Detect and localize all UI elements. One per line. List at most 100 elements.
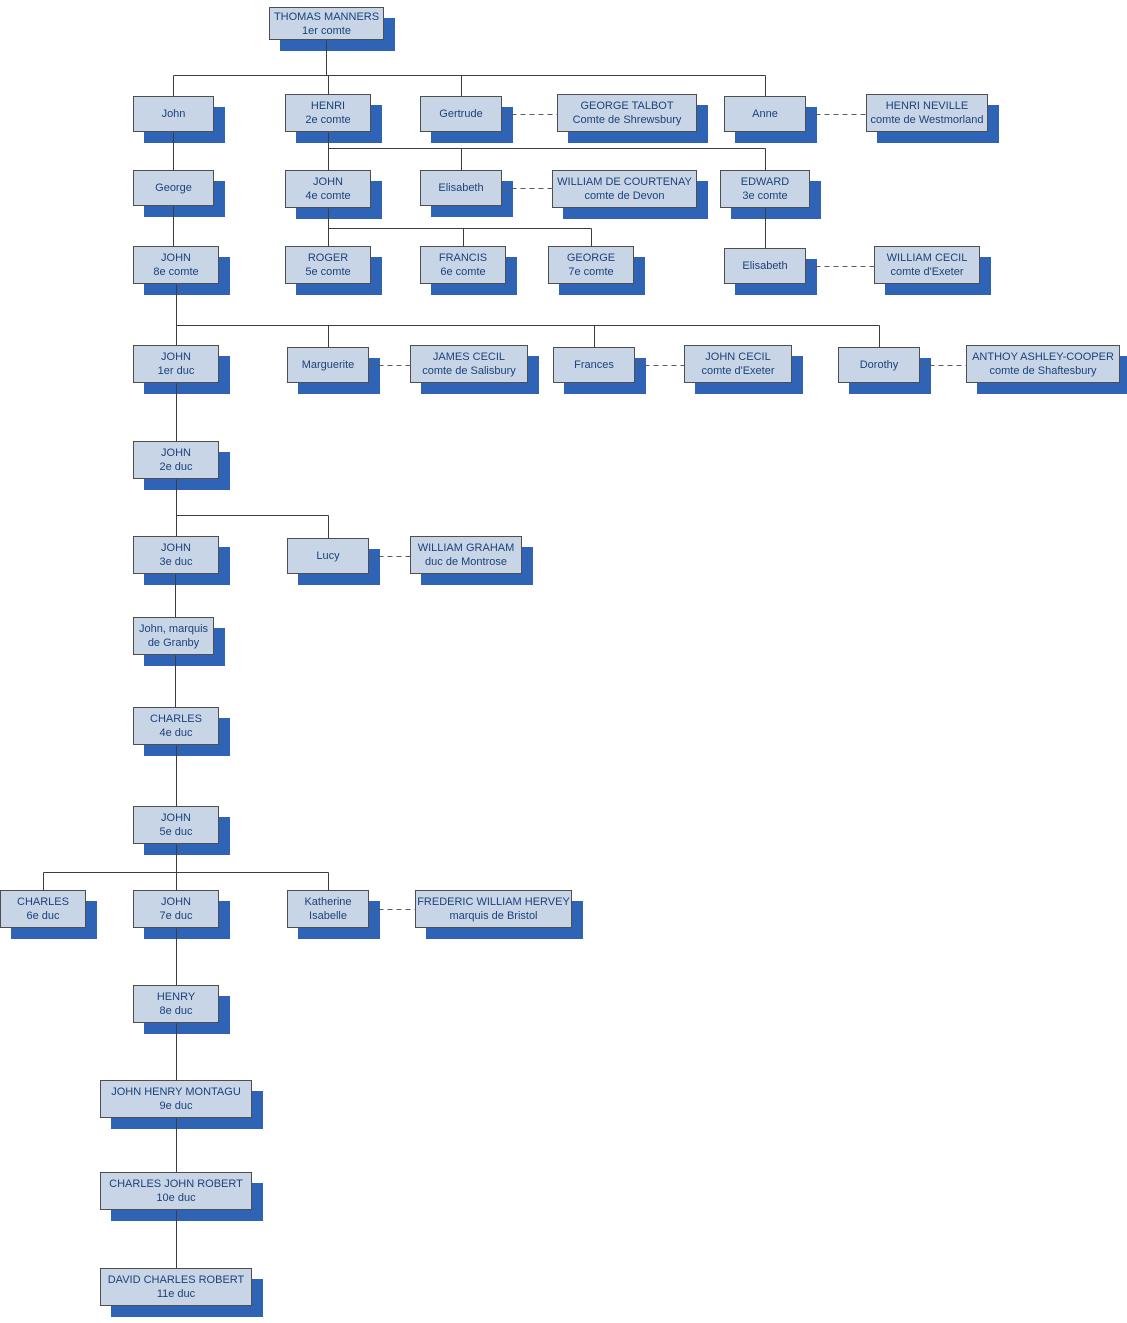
- tree-node-james-cecil: JAMES CECIL comte de Salisbury: [410, 345, 528, 383]
- tree-node-john-henry-montagu-9e-duc: JOHN HENRY MONTAGU 9e duc: [100, 1080, 252, 1118]
- tree-node-label: DAVID CHARLES ROBERT: [107, 1274, 245, 1286]
- tree-node-label: 11e duc: [156, 1288, 196, 1300]
- tree-node-label: marquis de Bristol: [449, 910, 538, 922]
- tree-node-charles-john-robert-10e-duc: CHARLES JOHN ROBERT 10e duc: [100, 1172, 252, 1210]
- tree-node-label: John: [161, 108, 186, 120]
- tree-node-label: 1er comte: [302, 24, 351, 37]
- tree-node-label: GEORGE TALBOT: [580, 100, 674, 112]
- tree-node-anne: Anne: [724, 96, 806, 132]
- tree-node-henri-neville: HENRI NEVILLE comte de Westmorland: [866, 94, 988, 132]
- tree-node-lucy: Lucy: [287, 538, 369, 574]
- tree-node-label: 7e comte: [568, 266, 614, 278]
- tree-node-label: Katherine: [304, 896, 352, 908]
- tree-node-john-8e-comte: JOHN 8e comte: [133, 246, 219, 284]
- tree-node-label: de Granby: [147, 637, 200, 649]
- tree-node-label: 10e duc: [156, 1192, 196, 1204]
- tree-node-dorothy: Dorothy: [838, 347, 920, 383]
- tree-node-george-son-of-john: George: [133, 170, 214, 206]
- tree-node-label: Elisabeth: [438, 182, 484, 194]
- tree-node-label: JOHN HENRY MONTAGU: [111, 1086, 241, 1098]
- tree-node-label: WILLIAM DE COURTENAY: [557, 176, 692, 188]
- tree-node-label: 2e duc: [159, 461, 193, 473]
- tree-node-label: George: [155, 182, 192, 194]
- tree-node-label: Gertrude: [439, 108, 483, 120]
- tree-node-label: JOHN CECIL: [705, 351, 771, 363]
- tree-node-frances: Frances: [553, 347, 635, 383]
- tree-node-label: 7e duc: [159, 910, 193, 922]
- tree-node-david-charles-robert-11e-duc: DAVID CHARLES ROBERT 11e duc: [100, 1268, 252, 1306]
- tree-node-john-2e-duc: JOHN 2e duc: [133, 441, 219, 479]
- tree-node-label: GEORGE: [566, 252, 616, 264]
- tree-node-label: duc de Montrose: [425, 556, 507, 568]
- tree-node-label: comte d'Exeter: [890, 266, 964, 278]
- tree-node-label: JOHN: [161, 447, 191, 459]
- tree-node-elisabeth-courtenay: Elisabeth: [420, 170, 502, 206]
- tree-node-label: comte de Salisbury: [422, 365, 516, 377]
- tree-node-william-graham: WILLIAM GRAHAM duc de Montrose: [410, 536, 522, 574]
- tree-node-william-de-courtenay: WILLIAM DE COURTENAY comte de Devon: [552, 170, 697, 208]
- tree-node-label: 5e duc: [159, 826, 193, 838]
- tree-node-label: comte de Westmorland: [870, 114, 984, 126]
- tree-node-label: CHARLES: [17, 896, 69, 908]
- tree-node-marguerite: Marguerite: [287, 347, 369, 383]
- tree-node-label: HENRI NEVILLE: [885, 100, 969, 112]
- tree-node-label: Frances: [574, 359, 614, 371]
- tree-node-label: EDWARD: [740, 176, 790, 188]
- tree-node-label: comte de Shaftesbury: [989, 365, 1097, 377]
- tree-node-label: WILLIAM GRAHAM: [417, 542, 515, 554]
- tree-node-label: HENRY: [156, 991, 196, 1003]
- tree-node-label: Comte de Shrewsbury: [572, 114, 682, 126]
- tree-node-label: 1er duc: [157, 365, 195, 377]
- tree-node-label: comte d'Exeter: [701, 365, 775, 377]
- tree-node-label: THOMAS MANNERS: [273, 10, 380, 23]
- tree-node-label: 8e comte: [153, 266, 199, 278]
- tree-node-label: CHARLES: [150, 713, 202, 725]
- tree-node-henry-8e-duc: HENRY 8e duc: [133, 985, 219, 1023]
- tree-node-label: CHARLES JOHN ROBERT: [109, 1178, 243, 1190]
- tree-node-label: 4e comte: [305, 190, 351, 202]
- tree-node-george-7e-comte: GEORGE 7e comte: [548, 246, 634, 284]
- tree-node-label: ANTHOY ASHLEY-COOPER: [972, 351, 1114, 363]
- tree-node-gertrude: Gertrude: [420, 96, 502, 132]
- tree-node-label: Lucy: [316, 550, 340, 562]
- tree-node-label: JOHN: [313, 176, 343, 188]
- tree-node-label: Marguerite: [301, 359, 355, 371]
- tree-node-label: JAMES CECIL: [432, 351, 506, 363]
- tree-node-john-son-of-thomas: John: [133, 96, 214, 132]
- tree-node-label: 6e comte: [440, 266, 486, 278]
- tree-node-label: JOHN: [161, 542, 191, 554]
- tree-node-label: Anne: [752, 108, 778, 120]
- tree-node-label: JOHN: [161, 252, 191, 264]
- tree-node-charles-4e-duc: CHARLES 4e duc: [133, 707, 219, 745]
- tree-node-label: comte de Devon: [584, 190, 665, 202]
- tree-node-label: 6e duc: [26, 910, 60, 922]
- tree-node-label: 9e duc: [159, 1100, 193, 1112]
- tree-node-francis-6e-comte: FRANCIS 6e comte: [420, 246, 506, 284]
- tree-node-john-marquis-de-granby: John, marquis de Granby: [133, 617, 214, 655]
- tree-node-label: 4e duc: [159, 727, 193, 739]
- tree-node-label: 8e duc: [159, 1005, 193, 1017]
- tree-node-label: Isabelle: [309, 910, 347, 922]
- tree-node-elisabeth-cecil: Elisabeth: [724, 248, 806, 284]
- tree-node-label: Elisabeth: [742, 260, 788, 272]
- tree-node-label: JOHN: [161, 351, 191, 363]
- tree-node-edward-3e-comte: EDWARD 3e comte: [720, 170, 810, 208]
- tree-node-charles-6e-duc: CHARLES 6e duc: [0, 890, 86, 928]
- tree-node-label: HENRI: [310, 100, 346, 112]
- tree-node-george-talbot: GEORGE TALBOT Comte de Shrewsbury: [557, 94, 697, 132]
- tree-node-anthoy-ashley-cooper: ANTHOY ASHLEY-COOPER comte de Shaftesbury: [966, 345, 1120, 383]
- tree-node-label: 3e comte: [742, 190, 788, 202]
- tree-node-label: FRANCIS: [438, 252, 488, 264]
- tree-node-john-4e-comte: JOHN 4e comte: [285, 170, 371, 208]
- tree-node-label: John, marquis: [138, 623, 209, 635]
- tree-node-john-1er-duc: JOHN 1er duc: [133, 345, 219, 383]
